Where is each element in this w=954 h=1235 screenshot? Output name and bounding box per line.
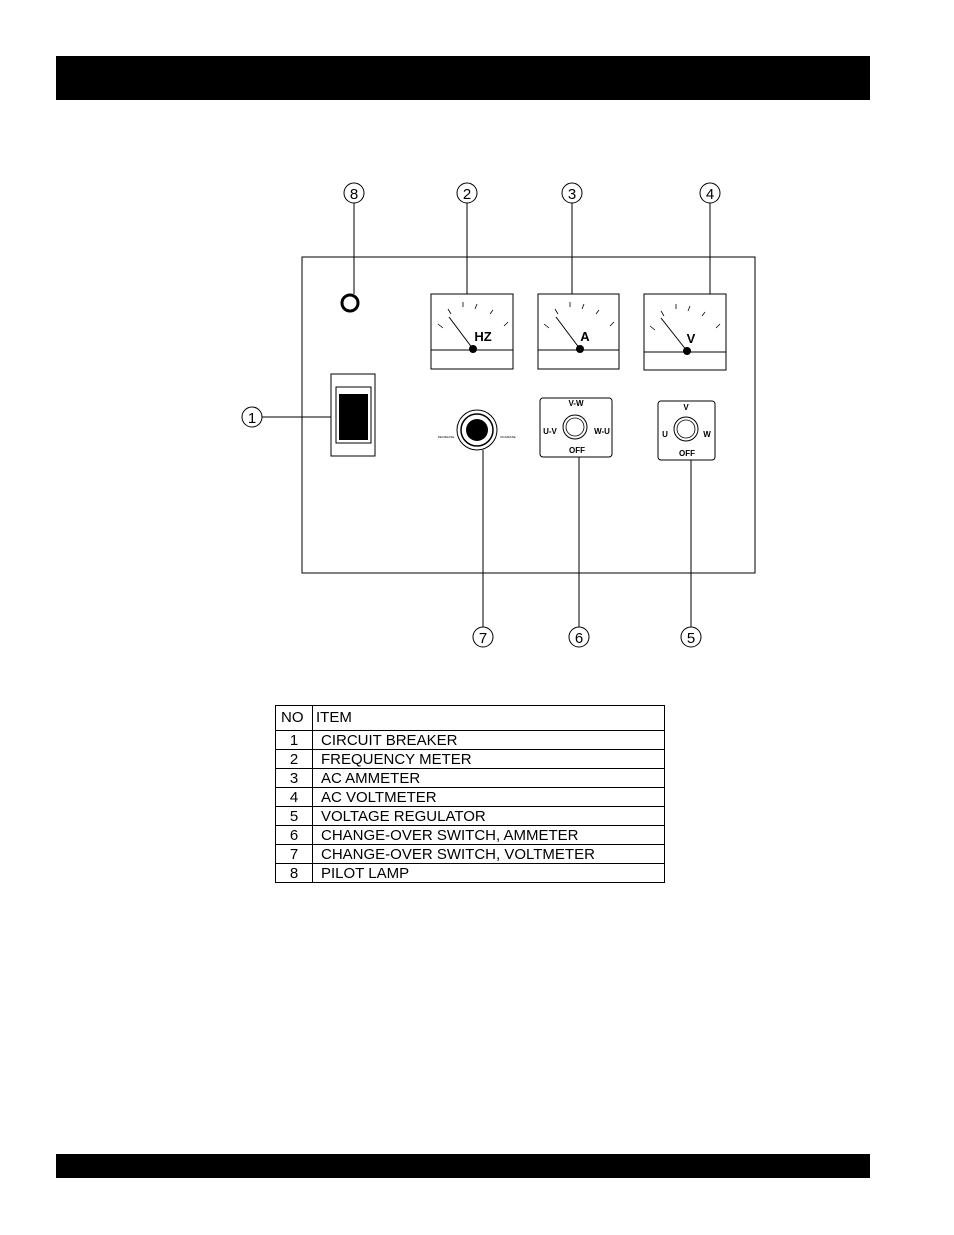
- row-number: 8: [276, 864, 313, 883]
- voltmeter-switch-off-label: OFF: [679, 449, 695, 458]
- voltage-regulator: DECREASE INCREASE: [438, 410, 516, 450]
- svg-text:2: 2: [463, 186, 471, 203]
- parts-table: NO ITEM 1 CIRCUIT BREAKER 2 FREQUENCY ME…: [275, 705, 665, 883]
- table-row: 3 AC AMMETER: [276, 769, 665, 788]
- frequency-meter-label: HZ: [474, 329, 491, 344]
- callout-6: 6: [569, 457, 589, 647]
- callout-5: 5: [681, 460, 701, 647]
- table-row: 8 PILOT LAMP: [276, 864, 665, 883]
- row-item: VOLTAGE REGULATOR: [313, 807, 665, 826]
- svg-text:8: 8: [350, 186, 358, 203]
- row-number: 6: [276, 826, 313, 845]
- callout-7: 7: [473, 450, 493, 647]
- footer-bar: [56, 1154, 870, 1178]
- column-header-item: ITEM: [313, 706, 665, 731]
- row-number: 1: [276, 731, 313, 750]
- row-item: FREQUENCY METER: [313, 750, 665, 769]
- voltmeter-change-over-switch: V U W OFF: [658, 401, 715, 460]
- table-row: 4 AC VOLTMETER: [276, 788, 665, 807]
- ammeter-switch-top-label: V-W: [568, 399, 584, 408]
- table-row: 6 CHANGE-OVER SWITCH, AMMETER: [276, 826, 665, 845]
- row-item: CHANGE-OVER SWITCH, AMMETER: [313, 826, 665, 845]
- table-row: 1 CIRCUIT BREAKER: [276, 731, 665, 750]
- regulator-increase-label: INCREASE: [500, 435, 515, 439]
- column-header-no: NO: [276, 706, 313, 731]
- voltmeter-switch-right-label: W: [703, 430, 711, 439]
- row-item: CHANGE-OVER SWITCH, VOLTMETER: [313, 845, 665, 864]
- svg-text:4: 4: [706, 186, 714, 203]
- pilot-lamp: [342, 295, 358, 311]
- callout-1: 1: [242, 407, 337, 427]
- svg-text:7: 7: [479, 630, 487, 647]
- table-row: 5 VOLTAGE REGULATOR: [276, 807, 665, 826]
- ammeter-switch-right-label: W-U: [594, 427, 610, 436]
- voltmeter-switch-top-label: V: [683, 403, 689, 412]
- svg-text:6: 6: [575, 630, 583, 647]
- row-item: AC VOLTMETER: [313, 788, 665, 807]
- frequency-meter: HZ: [431, 294, 513, 369]
- table-header-row: NO ITEM: [276, 706, 665, 731]
- svg-text:5: 5: [687, 630, 695, 647]
- ammeter-change-over-switch: V-W U-V W-U OFF: [540, 398, 612, 457]
- row-item: CIRCUIT BREAKER: [313, 731, 665, 750]
- row-number: 7: [276, 845, 313, 864]
- control-panel-diagram: 8 2 HZ 3 A: [0, 0, 954, 700]
- row-number: 5: [276, 807, 313, 826]
- row-item: AC AMMETER: [313, 769, 665, 788]
- ammeter-switch-off-label: OFF: [569, 446, 585, 455]
- row-number: 2: [276, 750, 313, 769]
- row-number: 4: [276, 788, 313, 807]
- row-number: 3: [276, 769, 313, 788]
- ammeter-switch-left-label: U-V: [543, 427, 557, 436]
- table-row: 2 FREQUENCY METER: [276, 750, 665, 769]
- callout-3: 3: [562, 183, 582, 294]
- row-item: PILOT LAMP: [313, 864, 665, 883]
- voltmeter-label: V: [687, 331, 696, 346]
- svg-text:1: 1: [248, 410, 256, 427]
- ac-voltmeter: V: [644, 294, 726, 370]
- svg-text:3: 3: [568, 186, 576, 203]
- callout-8: 8: [344, 183, 364, 294]
- callout-4: 4: [700, 183, 720, 294]
- table-row: 7 CHANGE-OVER SWITCH, VOLTMETER: [276, 845, 665, 864]
- regulator-decrease-label: DECREASE: [438, 435, 455, 439]
- ammeter-label: A: [580, 329, 590, 344]
- voltmeter-switch-left-label: U: [662, 430, 668, 439]
- callout-2: 2: [457, 183, 477, 294]
- circuit-breaker: [331, 374, 375, 456]
- ac-ammeter: A: [538, 294, 619, 369]
